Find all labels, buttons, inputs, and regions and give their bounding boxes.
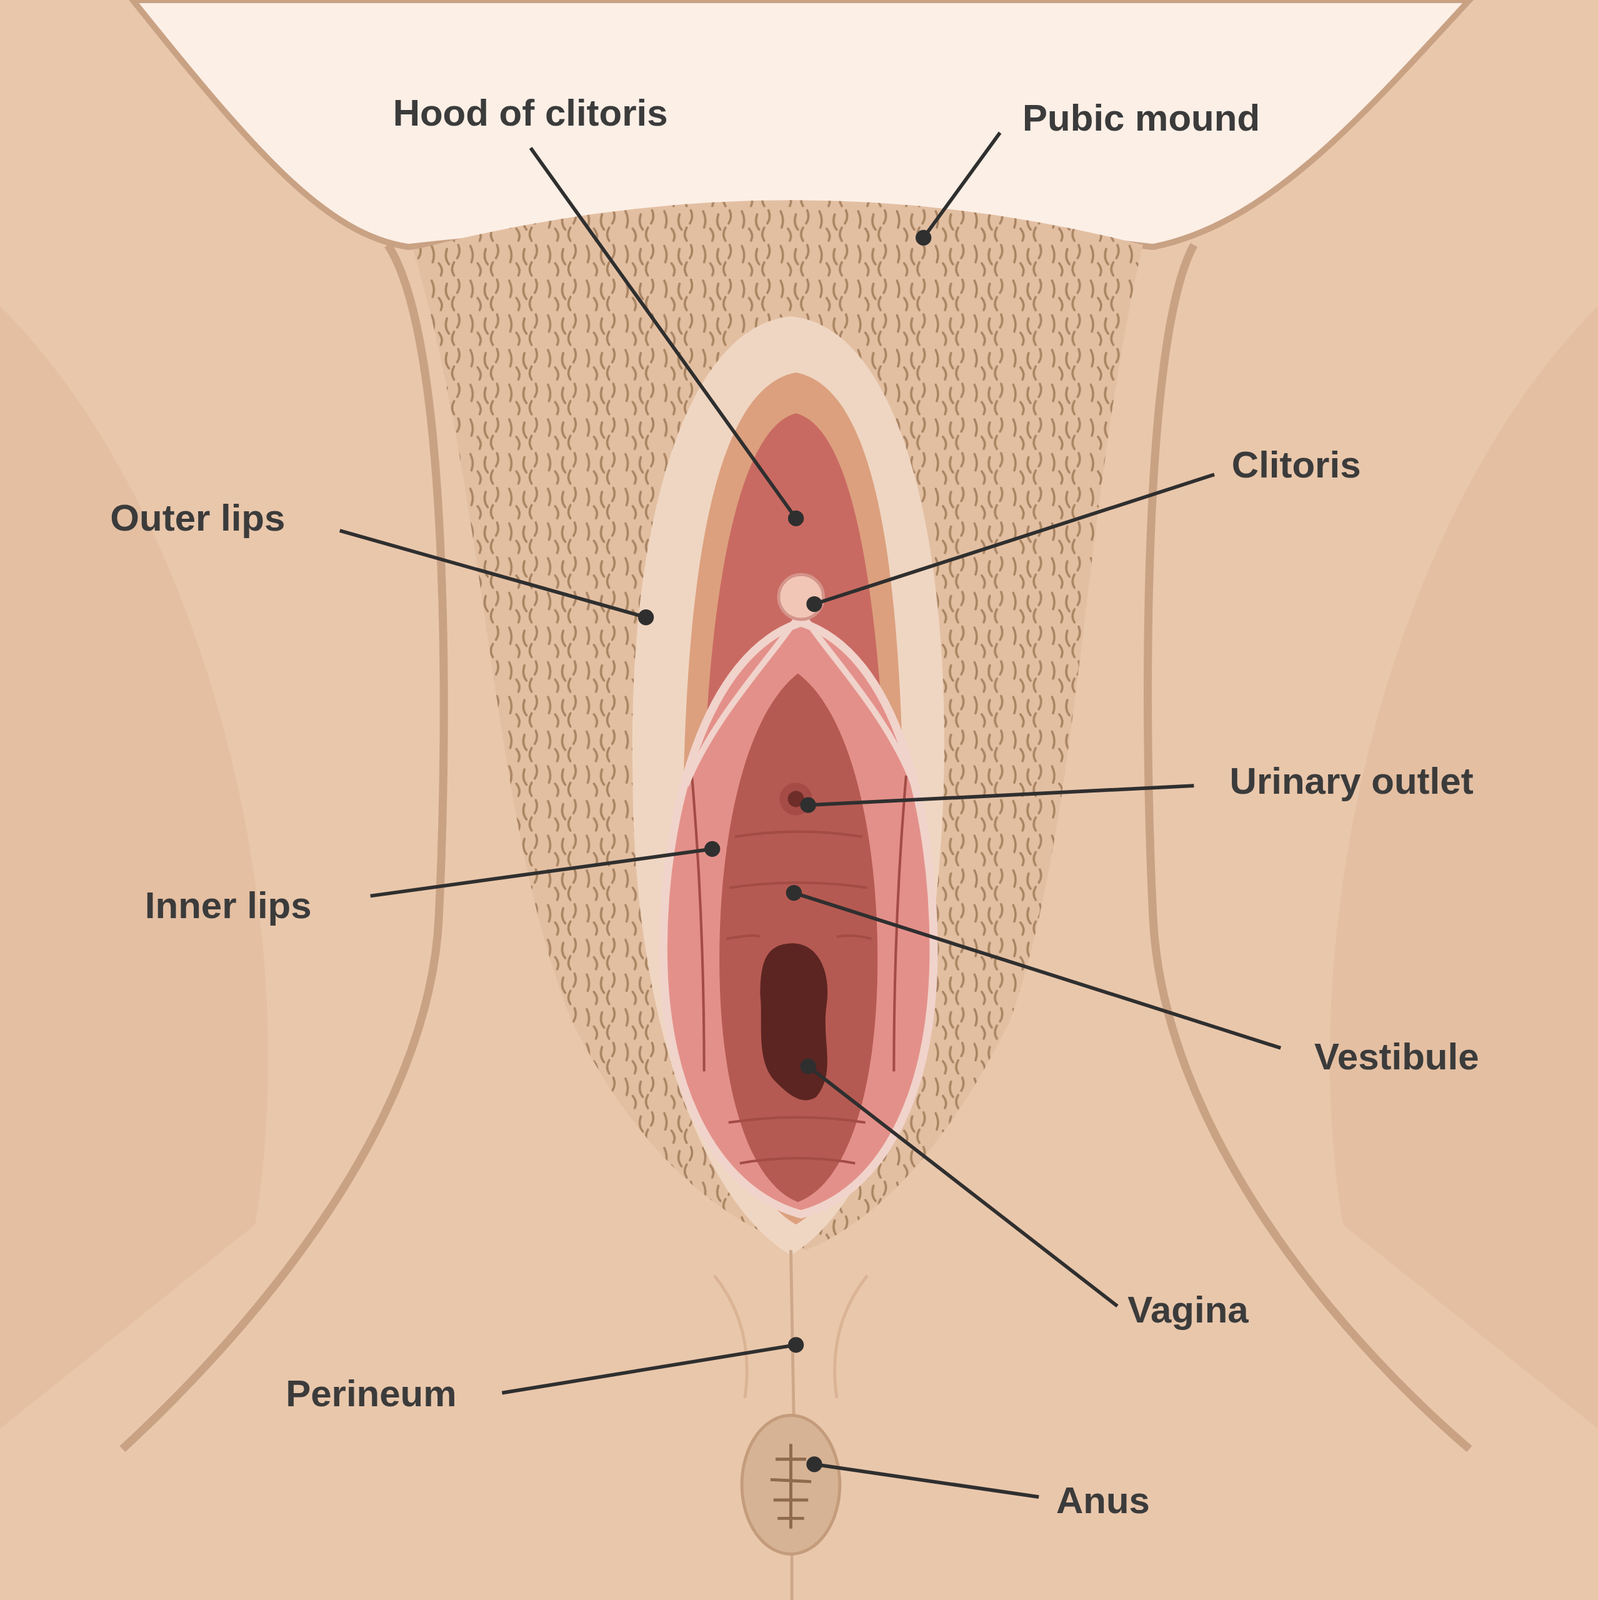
- part-label: Outer lips: [109, 496, 285, 539]
- label-anchor: Vagina: [1127, 1287, 1249, 1331]
- inner-lips-shape: [663, 622, 934, 1215]
- part-label: Hood of clitoris: [393, 91, 669, 134]
- label-anchor: Outer lips: [109, 495, 285, 539]
- leader-dot: [808, 1458, 821, 1471]
- label-anchor: Anus: [1056, 1478, 1150, 1522]
- leader-line: [814, 474, 1215, 604]
- clitoris-glans: [778, 574, 824, 620]
- vaginal-opening: [759, 943, 828, 1100]
- frenulum: [685, 612, 915, 787]
- anus-folds: [770, 1443, 812, 1529]
- part-label: Inner lips: [144, 884, 312, 927]
- groin-crease: [122, 244, 444, 1450]
- groin-crease: [1148, 244, 1470, 1450]
- leader-dot: [788, 886, 801, 900]
- label-anchor: Hood of clitoris: [393, 90, 669, 134]
- leader-line: [808, 785, 1194, 805]
- label-anchor: Perineum: [285, 1371, 457, 1415]
- label-anchor: Pubic mound: [1022, 95, 1260, 139]
- thigh-shade: [1329, 306, 1598, 1429]
- part-label: Anus: [1056, 1479, 1150, 1522]
- leader-line: [370, 848, 713, 896]
- part-label: Urinary outlet: [1229, 759, 1474, 802]
- part-label: Pubic mound: [1022, 96, 1260, 139]
- leader-dot: [639, 611, 653, 624]
- outer-lips-shape: [632, 316, 945, 1255]
- leader-dot: [706, 843, 719, 856]
- leader-dot: [801, 798, 815, 812]
- leader-dot: [789, 512, 803, 525]
- part-label: Vagina: [1127, 1288, 1249, 1330]
- leader-line: [808, 1066, 1118, 1307]
- leader-line: [923, 132, 1000, 238]
- thigh-shade: [0, 306, 269, 1429]
- leader-dot: [808, 598, 821, 611]
- part-label: Vestibule: [1314, 1034, 1479, 1077]
- label-anchor: Vestibule: [1314, 1034, 1479, 1078]
- label-anchor: Urinary outlet: [1229, 758, 1474, 802]
- label-anchor: Inner lips: [144, 883, 312, 927]
- vestibule-folds: [691, 775, 907, 1164]
- leader-line: [501, 1344, 796, 1394]
- leader-dot: [801, 1059, 815, 1073]
- part-label: Clitoris: [1231, 443, 1362, 485]
- leader-dot: [789, 1338, 803, 1352]
- vestibule-shape: [719, 673, 878, 1203]
- leader-line: [530, 148, 797, 519]
- perineum-folds: [714, 1275, 868, 1399]
- leader-line: [339, 530, 647, 618]
- label-anchor: Clitoris: [1231, 442, 1362, 486]
- leader-line: [793, 893, 1281, 1049]
- leader-lines: [339, 132, 1281, 1497]
- leader-line: [814, 1464, 1039, 1497]
- anus-shape: [741, 1414, 840, 1554]
- part-label: Perineum: [285, 1371, 457, 1414]
- leader-dot: [917, 231, 930, 245]
